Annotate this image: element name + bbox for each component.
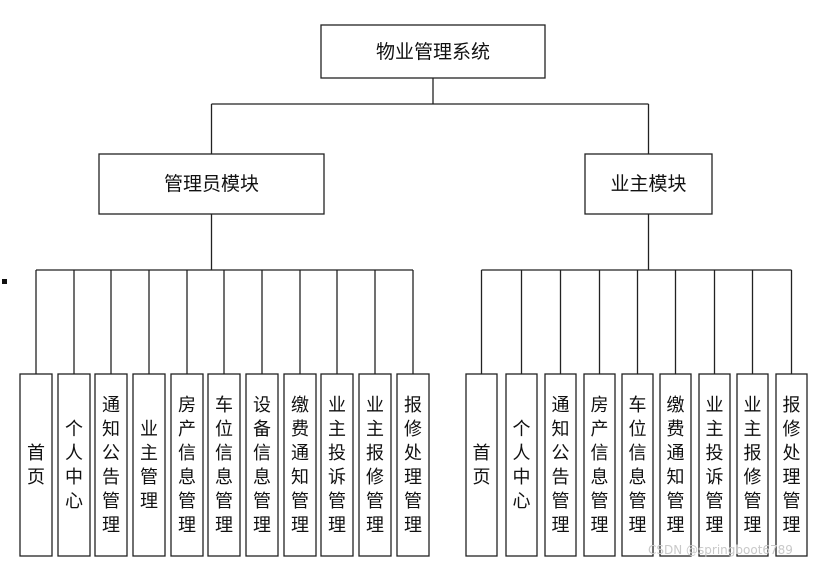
owner-module-node: 业主模块 bbox=[584, 153, 713, 215]
admin-leaf-node: 缴费通知管理 bbox=[283, 373, 317, 557]
owner-leaf-label: 车位信息管理 bbox=[629, 395, 647, 536]
owner-leaf-label: 个人中心 bbox=[513, 419, 531, 512]
owner-leaf-label: 业主报修管理 bbox=[744, 395, 762, 536]
admin-leaf-node: 业主报修管理 bbox=[358, 373, 392, 557]
admin-leaf-node: 设备信息管理 bbox=[245, 373, 279, 557]
owner-leaf-node: 房产信息管理 bbox=[583, 373, 616, 557]
admin-leaf-box bbox=[396, 373, 430, 557]
owner-leaf-label: 首页 bbox=[473, 443, 491, 488]
admin-leaf-box bbox=[19, 373, 53, 557]
left-edge-mark bbox=[2, 279, 7, 284]
admin-leaf-label: 缴费通知管理 bbox=[291, 395, 309, 536]
admin-leaf-label: 业主投诉管理 bbox=[328, 395, 346, 536]
admin-leaf-box bbox=[320, 373, 354, 557]
admin-leaf-node: 房产信息管理 bbox=[170, 373, 204, 557]
owner-leaf-box bbox=[621, 373, 654, 557]
connector-lines bbox=[35, 78, 793, 374]
owner-leaf-box bbox=[775, 373, 808, 557]
admin-leaf-node: 业主投诉管理 bbox=[320, 373, 354, 557]
admin-leaf-label: 房产信息管理 bbox=[178, 395, 196, 536]
admin-leaf-node: 报修处理管理 bbox=[396, 373, 430, 557]
admin-leaf-box bbox=[283, 373, 317, 557]
admin-leaf-box bbox=[94, 373, 128, 557]
owner-leaf-label: 房产信息管理 bbox=[591, 395, 609, 536]
owner-leaf-node: 缴费通知管理 bbox=[659, 373, 692, 557]
owner-leaf-box bbox=[583, 373, 616, 557]
admin-leaf-box bbox=[57, 373, 91, 557]
leaf-nodes: 首页 个人中心 通知公告管理 业主管理 房产信息管理 车位信息管理 设备信息管理 缴费通知管理… bbox=[19, 373, 808, 557]
admin-leaf-label: 设备信息管理 bbox=[253, 395, 271, 536]
owner-module-label: 业主模块 bbox=[610, 173, 686, 195]
admin-leaf-node: 通知公告管理 bbox=[94, 373, 128, 557]
admin-leaf-label: 个人中心 bbox=[65, 419, 83, 512]
owner-leaf-box bbox=[505, 373, 538, 557]
admin-leaf-label: 业主报修管理 bbox=[366, 395, 384, 536]
admin-leaf-node: 车位信息管理 bbox=[207, 373, 241, 557]
owner-leaf-label: 缴费通知管理 bbox=[667, 395, 685, 536]
owner-leaf-node: 报修处理管理 bbox=[775, 373, 808, 557]
admin-leaf-box bbox=[245, 373, 279, 557]
admin-leaf-node: 个人中心 bbox=[57, 373, 91, 557]
admin-module-label: 管理员模块 bbox=[164, 173, 259, 195]
admin-leaf-node: 首页 bbox=[19, 373, 53, 557]
admin-leaf-label: 报修处理管理 bbox=[404, 395, 422, 536]
owner-leaf-label: 报修处理管理 bbox=[783, 395, 801, 536]
owner-leaf-box bbox=[698, 373, 731, 557]
owner-leaf-box bbox=[659, 373, 692, 557]
admin-leaf-box bbox=[358, 373, 392, 557]
admin-leaf-label: 业主管理 bbox=[140, 419, 158, 512]
admin-leaf-node: 业主管理 bbox=[132, 373, 166, 557]
admin-module-node: 管理员模块 bbox=[98, 153, 325, 215]
owner-leaf-box bbox=[465, 373, 498, 557]
owner-leaf-node: 个人中心 bbox=[505, 373, 538, 557]
owner-leaf-node: 首页 bbox=[465, 373, 498, 557]
owner-leaf-node: 业主报修管理 bbox=[736, 373, 769, 557]
owner-leaf-node: 通知公告管理 bbox=[544, 373, 577, 557]
watermark-text: CSDN @springboot6789 bbox=[648, 543, 793, 557]
root-node: 物业管理系统 bbox=[320, 24, 546, 79]
admin-leaf-box bbox=[170, 373, 204, 557]
root-node-label: 物业管理系统 bbox=[376, 41, 490, 63]
admin-leaf-label: 首页 bbox=[27, 443, 45, 488]
admin-leaf-label: 通知公告管理 bbox=[102, 395, 120, 536]
owner-leaf-label: 业主投诉管理 bbox=[706, 395, 724, 536]
owner-leaf-node: 车位信息管理 bbox=[621, 373, 654, 557]
admin-leaf-label: 车位信息管理 bbox=[215, 395, 233, 536]
owner-leaf-box bbox=[736, 373, 769, 557]
owner-leaf-box bbox=[544, 373, 577, 557]
admin-leaf-box bbox=[207, 373, 241, 557]
owner-leaf-label: 通知公告管理 bbox=[552, 395, 570, 536]
admin-leaf-box bbox=[132, 373, 166, 557]
owner-leaf-node: 业主投诉管理 bbox=[698, 373, 731, 557]
